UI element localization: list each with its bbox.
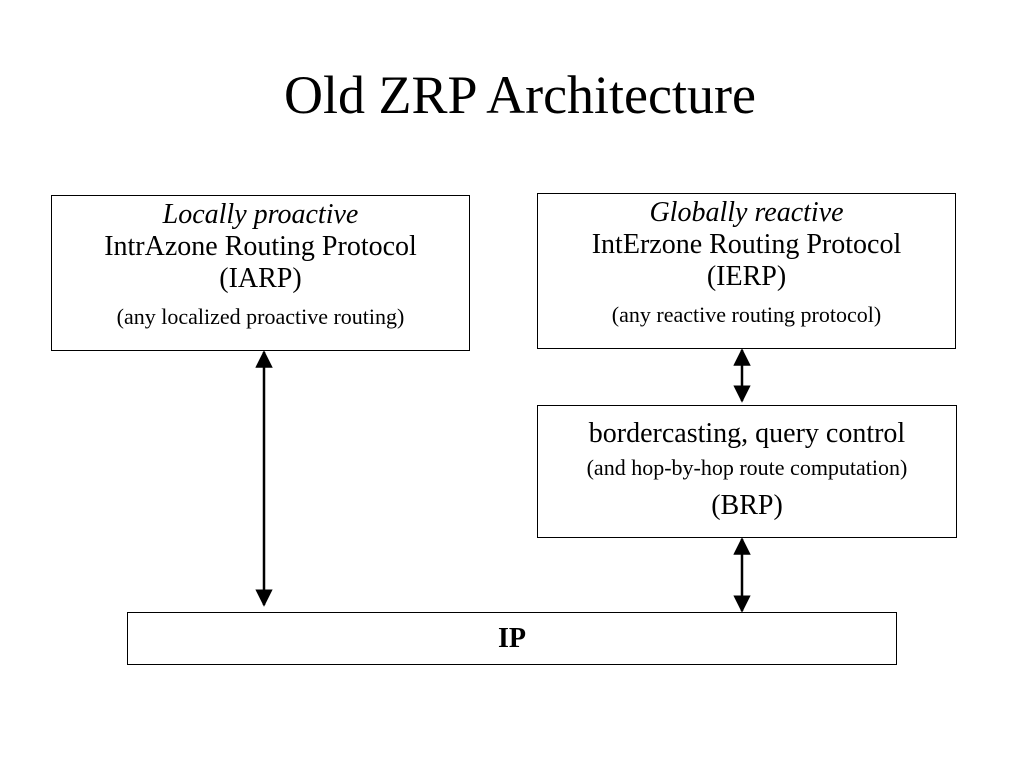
iarp-note: (any localized proactive routing) (116, 304, 405, 329)
ip-box: IP (127, 612, 897, 665)
ierp-box: Globally reactive IntErzone Routing Prot… (537, 193, 956, 349)
iarp-name: IntrAzone Routing Protocol (104, 231, 417, 262)
ip-label: IP (498, 623, 526, 654)
brp-name: bordercasting, query control (588, 418, 906, 449)
ierp-abbr: (IERP) (706, 261, 787, 292)
iarp-box: Locally proactive IntrAzone Routing Prot… (51, 195, 470, 351)
iarp-mode: Locally proactive (162, 199, 359, 230)
brp-abbr: (BRP) (711, 490, 783, 521)
slide-title: Old ZRP Architecture (284, 65, 756, 125)
iarp-abbr: (IARP) (219, 263, 302, 294)
ierp-name: IntErzone Routing Protocol (591, 229, 902, 260)
ierp-note: (any reactive routing protocol) (611, 302, 882, 327)
brp-box: bordercasting, query control (and hop-by… (537, 405, 957, 538)
brp-note: (and hop-by-hop route computation) (586, 455, 908, 480)
ierp-mode: Globally reactive (649, 197, 844, 228)
